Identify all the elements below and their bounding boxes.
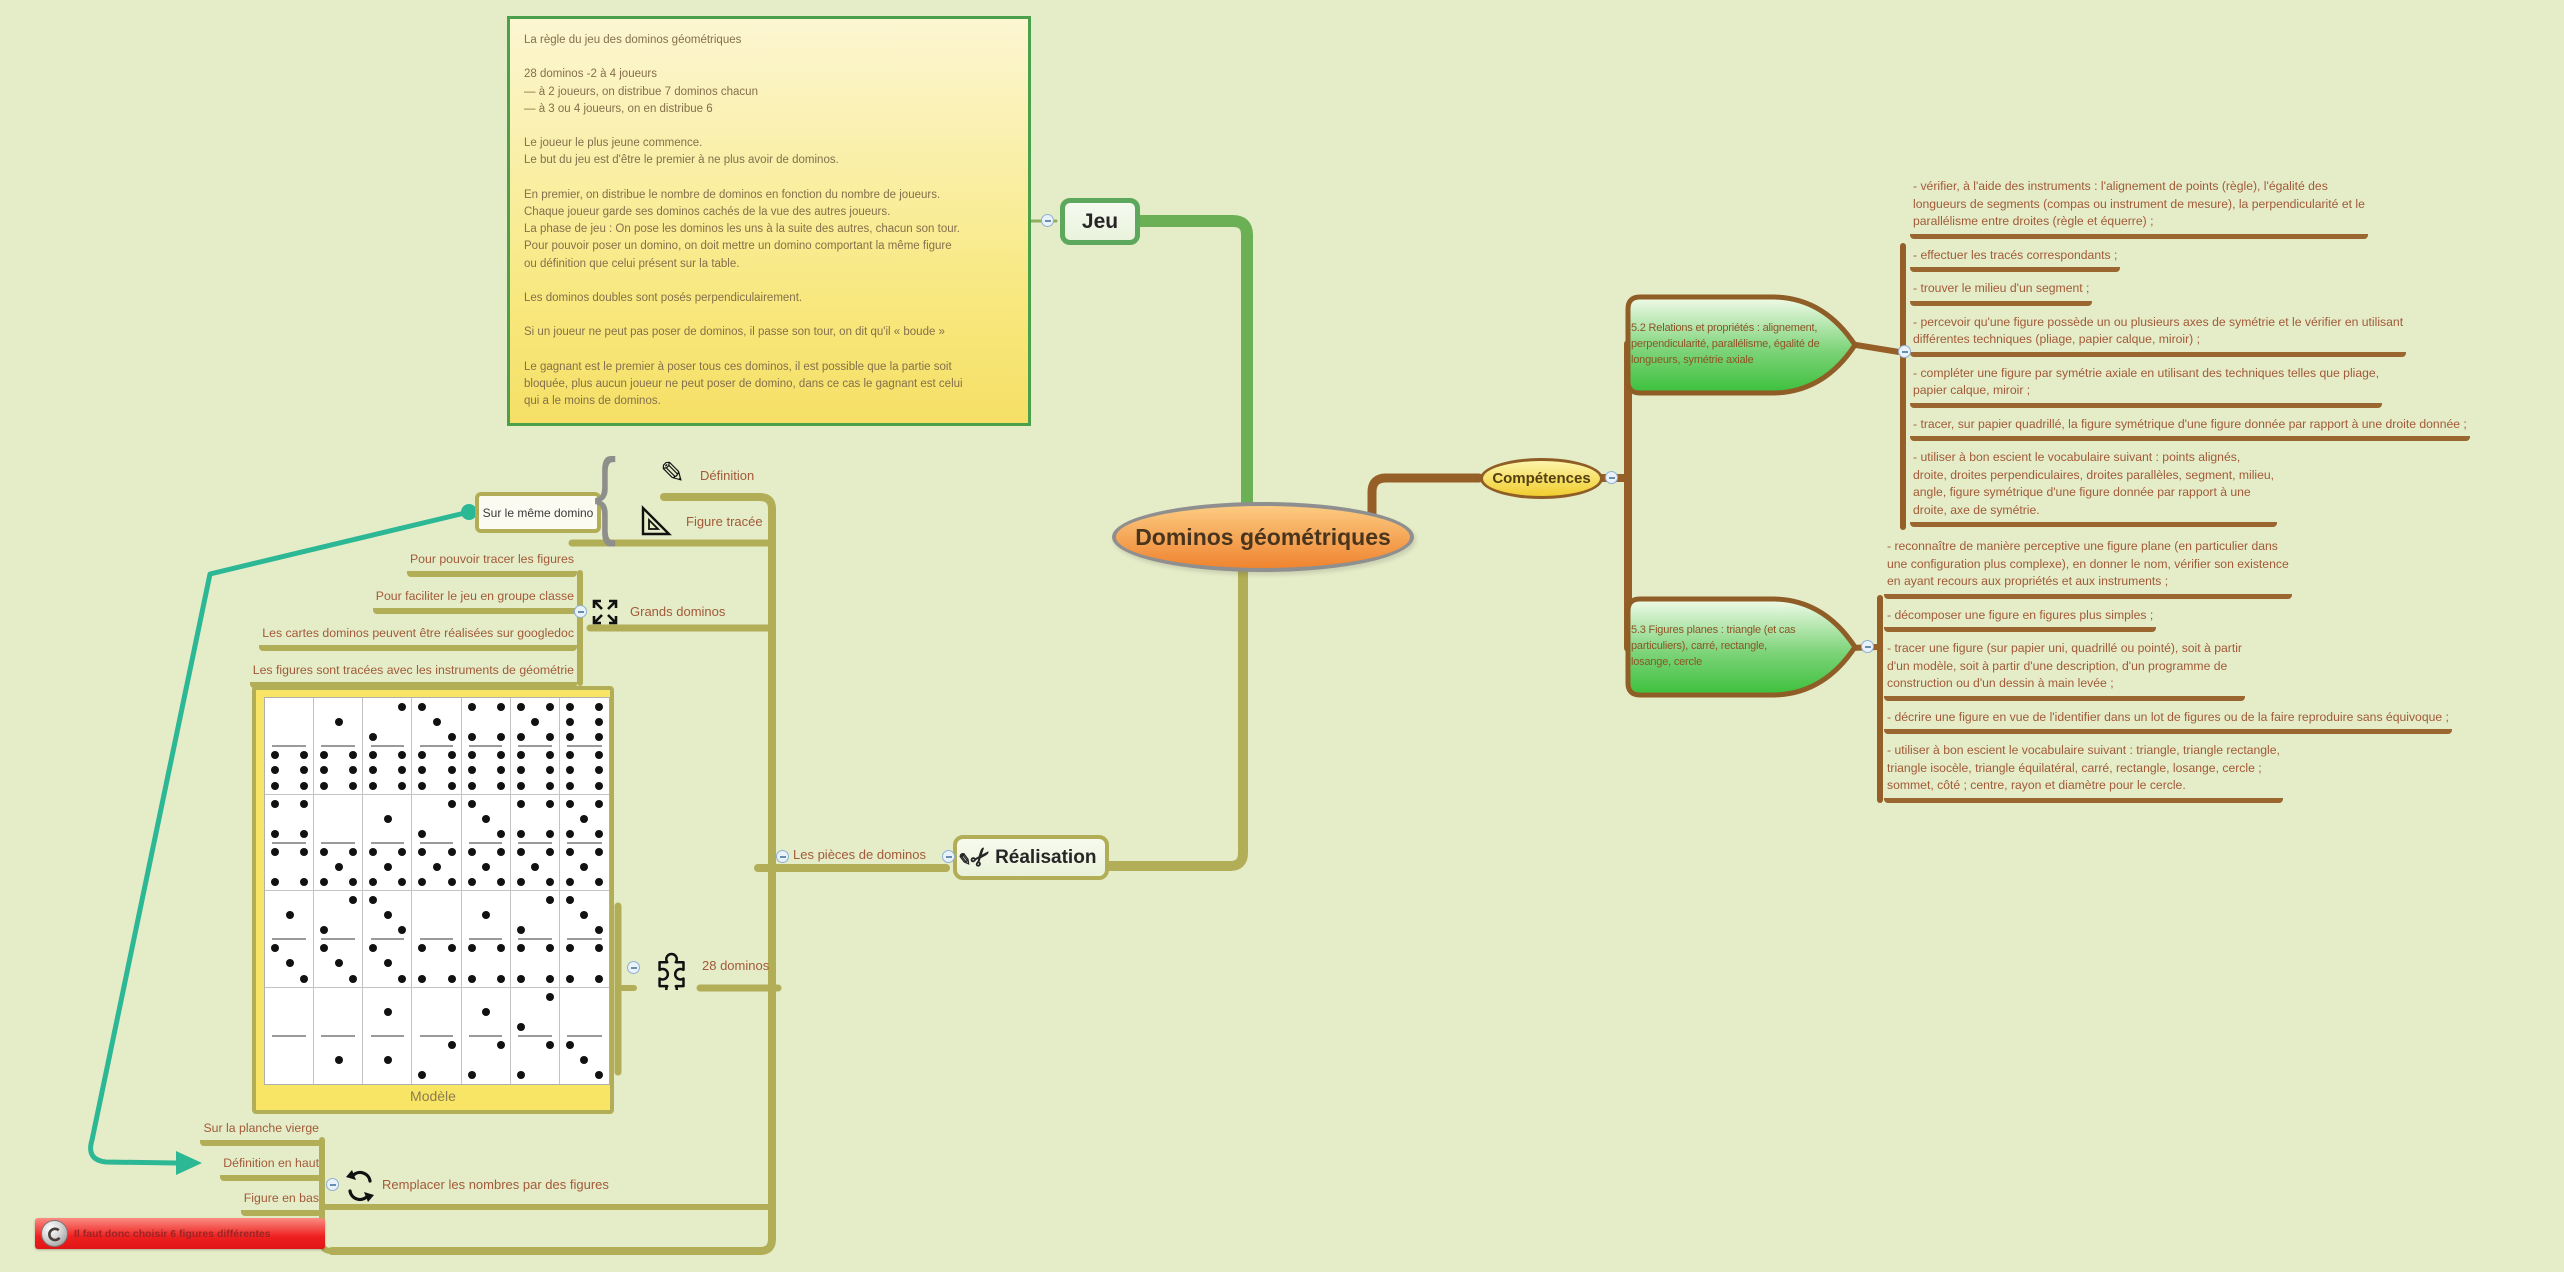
list-item[interactable]: Les figures sont tracées avec les instru… — [249, 662, 577, 688]
list-item[interactable]: - trouver le milieu d'un segment ; — [1910, 280, 2093, 306]
list-item[interactable]: - tracer, sur papier quadrillé, la figur… — [1910, 416, 2470, 441]
list-item[interactable]: - décomposer une figure en figures plus … — [1884, 607, 2157, 632]
pencil-icon: ✎ — [660, 457, 686, 490]
node-figure-tracee[interactable]: Figure tracée — [686, 514, 763, 529]
minus-circle-icon[interactable] — [776, 850, 789, 863]
puzzle-icon — [658, 952, 685, 990]
node-remplacer[interactable]: Remplacer les nombres par des figures — [382, 1177, 609, 1192]
minus-circle-icon[interactable] — [627, 961, 640, 974]
domino — [314, 698, 364, 795]
domino — [363, 891, 413, 988]
domino — [363, 698, 413, 795]
domino-grid — [264, 697, 610, 1085]
node-warning[interactable]: Il faut donc choisir 6 figures différent… — [35, 1218, 325, 1249]
edge-jeu-root — [1134, 215, 1253, 512]
domino — [412, 987, 462, 1084]
node-definition[interactable]: Définition — [700, 468, 755, 483]
domino — [511, 987, 560, 1084]
domino — [412, 891, 462, 988]
list-item[interactable]: - tracer une figure (sur papier uni, qua… — [1884, 640, 2245, 701]
list-item[interactable]: - reconnaître de manière perceptive une … — [1884, 538, 2292, 599]
domino — [560, 988, 609, 1085]
competences-label: Compétences — [1492, 470, 1591, 487]
model-label: Modèle — [410, 1088, 456, 1104]
expand-arrows-icon — [592, 599, 618, 625]
domino — [461, 891, 511, 988]
domino — [412, 698, 462, 795]
s52-items-list: - vérifier, à l'aide des instruments : l… — [1910, 178, 2564, 527]
rules-note[interactable]: La règle du jeu des dominos géométriques… — [507, 16, 1031, 426]
list-item[interactable]: - utiliser à bon escient le vocabulaire … — [1910, 449, 2278, 527]
node-pieces-de-dominos[interactable]: Les pièces de dominos — [793, 847, 926, 862]
list-item[interactable]: Figure en bas — [240, 1190, 322, 1216]
domino — [559, 891, 609, 988]
edge-root-realisation — [1105, 561, 1248, 871]
domino — [363, 987, 413, 1084]
list-item[interactable]: Définition en haut — [220, 1155, 322, 1181]
s53-items-list: - reconnaître de manière perceptive une … — [1884, 538, 2564, 803]
scissors-pencil-icon: ✎✂ — [956, 841, 998, 874]
curly-brace: { — [594, 438, 617, 548]
minus-circle-icon[interactable] — [326, 1178, 339, 1191]
domino — [363, 794, 413, 891]
domino — [510, 891, 560, 988]
domino — [265, 794, 315, 891]
list-item[interactable]: Pour faciliter le jeu en groupe classe — [372, 588, 577, 614]
node-28-dominos[interactable]: 28 dominos — [702, 958, 770, 973]
domino — [265, 891, 315, 988]
list-item[interactable]: - compléter une figure par symétrie axia… — [1910, 365, 2383, 408]
stop-icon — [41, 1220, 68, 1247]
domino — [559, 698, 609, 795]
minus-circle-icon[interactable] — [1898, 345, 1911, 358]
minus-circle-icon[interactable] — [942, 850, 955, 863]
domino — [461, 794, 511, 891]
domino — [510, 698, 560, 795]
s53-shape — [1625, 596, 1858, 698]
node-s52[interactable]: 5.2 Relations et propriétés : alignement… — [1624, 294, 1860, 396]
root-label: Dominos géométriques — [1135, 523, 1391, 550]
realisation-label: Réalisation — [995, 846, 1097, 868]
minus-circle-icon[interactable] — [1605, 471, 1618, 484]
node-root[interactable]: Dominos géométriques — [1112, 502, 1414, 572]
same-domino-label: Sur le même domino — [482, 505, 594, 520]
list-item[interactable]: - décrire une figure en vue de l'identif… — [1884, 709, 2452, 734]
domino — [314, 794, 364, 891]
list-item[interactable]: Pour pouvoir tracer les figures — [406, 551, 577, 577]
minus-circle-icon[interactable] — [574, 605, 587, 618]
domino — [461, 698, 511, 795]
s52-label: 5.2 Relations et propriétés : alignement… — [1631, 322, 1820, 366]
node-domino-model[interactable]: Modèle — [252, 686, 614, 1114]
list-item[interactable]: Sur la planche vierge — [200, 1120, 322, 1146]
warning-label: Il faut donc choisir 6 figures différent… — [74, 1227, 271, 1240]
domino — [559, 795, 609, 891]
node-s53[interactable]: 5.3 Figures planes : triangle (et cas pa… — [1624, 596, 1860, 698]
set-square-icon — [641, 505, 672, 536]
domino — [314, 987, 364, 1084]
node-realisation[interactable]: ✎✂ Réalisation — [953, 835, 1109, 880]
minus-circle-icon[interactable] — [1041, 214, 1054, 227]
s52-shape — [1625, 294, 1858, 396]
node-jeu-label: Jeu — [1081, 209, 1119, 233]
domino — [314, 891, 364, 988]
list-item[interactable]: - percevoir qu'une figure possède un ou … — [1910, 314, 2407, 357]
node-sur-le-meme-domino[interactable]: Sur le même domino — [475, 492, 601, 533]
domino — [265, 987, 315, 1084]
node-grands-dominos[interactable]: Grands dominos — [630, 604, 726, 619]
domino — [412, 794, 462, 891]
list-item[interactable]: - effectuer les tracés correspondants ; — [1910, 247, 2121, 272]
domino — [462, 987, 511, 1084]
node-competences[interactable]: Compétences — [1480, 458, 1603, 499]
list-item[interactable]: - utiliser à bon escient le vocabulaire … — [1884, 742, 2283, 803]
node-jeu[interactable]: Jeu — [1060, 198, 1140, 245]
domino — [510, 794, 560, 891]
s53-label: 5.3 Figures planes : triangle (et cas pa… — [1631, 624, 1796, 668]
domino — [265, 698, 315, 795]
list-item[interactable]: Les cartes dominos peuvent être réalisée… — [259, 625, 577, 651]
minus-circle-icon[interactable] — [1861, 640, 1874, 653]
refresh-icon — [346, 1170, 374, 1202]
edge-root-competences — [1367, 473, 1484, 521]
list-item[interactable]: - vérifier, à l'aide des instruments : l… — [1910, 178, 2368, 239]
